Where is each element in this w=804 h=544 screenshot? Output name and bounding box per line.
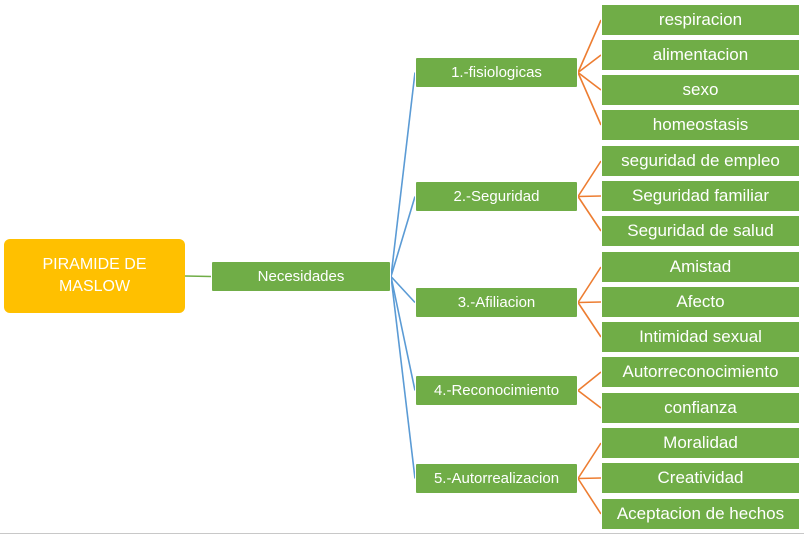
- branch-connector: [390, 276, 416, 391]
- leaf-connector: [577, 72, 602, 126]
- leaf-node: Autorreconocimiento: [601, 356, 800, 388]
- branch-node-2: 2.-Seguridad: [415, 181, 578, 212]
- leaf-node: Seguridad de salud: [601, 215, 800, 247]
- leaf-node: Seguridad familiar: [601, 180, 800, 212]
- leaf-connector: [577, 302, 602, 338]
- branch-node-3: 3.-Afiliacion: [415, 287, 578, 318]
- leaf-node: Amistad: [601, 251, 800, 283]
- bottom-divider: [0, 533, 804, 534]
- leaf-connector: [577, 195, 602, 198]
- leaf-connector: [577, 442, 602, 479]
- leaf-connector: [577, 54, 602, 74]
- branch-node-4: 4.-Reconocimiento: [415, 375, 578, 406]
- branch-connector: [390, 196, 416, 277]
- leaf-node: respiracion: [601, 4, 800, 36]
- leaf-connector: [577, 301, 602, 304]
- leaf-connector: [577, 71, 602, 91]
- branch-node-5: 5.-Autorrealizacion: [415, 463, 578, 494]
- leaf-node: Creatividad: [601, 462, 800, 494]
- leaf-connector: [577, 196, 602, 232]
- leaf-connector: [577, 389, 602, 409]
- leaf-connector: [577, 266, 602, 303]
- root-label-line1: PIRAMIDE DE: [42, 256, 147, 273]
- leaf-connector: [577, 478, 602, 515]
- leaf-connector: [577, 19, 602, 73]
- leaf-connector: [577, 160, 602, 197]
- branch-node-1: 1.-fisiologicas: [415, 57, 578, 88]
- root-node: PIRAMIDE DE MASLOW: [4, 239, 185, 313]
- leaf-node: sexo: [601, 74, 800, 106]
- root-label-line2: MASLOW: [58, 278, 131, 295]
- leaf-connector: [577, 371, 602, 392]
- leaf-node: Afecto: [601, 286, 800, 318]
- leaf-node: Moralidad: [601, 427, 800, 459]
- leaf-node: alimentacion: [601, 39, 800, 71]
- branch-connector: [390, 72, 416, 277]
- leaf-node: homeostasis: [601, 109, 800, 141]
- branch-connector: [390, 276, 416, 479]
- leaf-connector: [577, 477, 602, 480]
- leaf-node: Aceptacion de hechos: [601, 498, 800, 530]
- branch-connector: [390, 275, 416, 304]
- root-connector: [184, 275, 212, 278]
- leaf-node: Intimidad sexual: [601, 321, 800, 353]
- level1-node: Necesidades: [211, 261, 391, 292]
- leaf-node: confianza: [601, 392, 800, 424]
- leaf-node: seguridad de empleo: [601, 145, 800, 177]
